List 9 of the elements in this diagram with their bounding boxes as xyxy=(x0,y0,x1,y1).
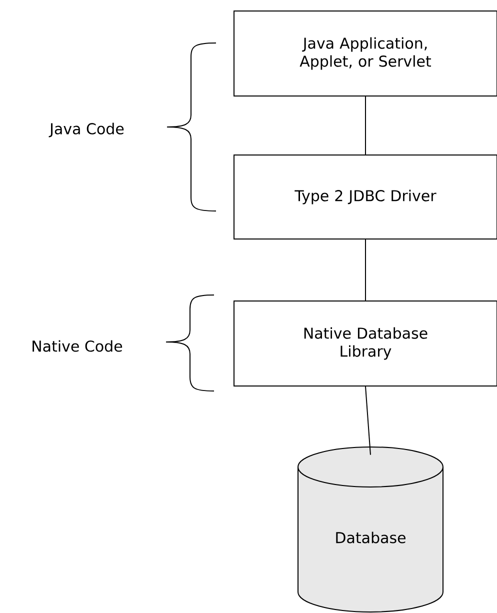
process-box: Java Application, Applet, or Servlet xyxy=(234,10,497,96)
brace-label: Java Code xyxy=(48,122,124,138)
process-box: Type 2 JDBC Driver xyxy=(234,154,497,240)
brace-label: Native Code xyxy=(32,340,122,352)
process-box: Native Database Library xyxy=(234,300,497,386)
database-cylinder: Database xyxy=(298,446,444,612)
connector-line xyxy=(365,239,366,301)
connector-line xyxy=(365,386,371,456)
connector-line xyxy=(365,96,366,155)
